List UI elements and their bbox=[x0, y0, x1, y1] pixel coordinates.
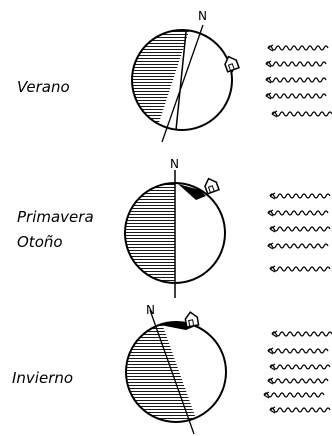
label-spring: Primavera bbox=[17, 208, 94, 226]
sun-rays-equinox bbox=[268, 193, 330, 272]
north-label-equinox: N bbox=[170, 157, 179, 171]
night-side-equinox bbox=[120, 180, 175, 290]
house-icon-winter bbox=[184, 311, 198, 327]
panel-equinox: Primavera Otoño N bbox=[17, 157, 330, 298]
panel-winter: Invierno N bbox=[12, 303, 332, 434]
house-icon-equinox bbox=[203, 177, 219, 194]
label-winter: Invierno bbox=[12, 369, 73, 387]
panel-summer: Verano N bbox=[17, 9, 332, 150]
sun-rays-summer bbox=[266, 45, 332, 117]
label-autumn: Otoño bbox=[17, 233, 63, 251]
north-label-summer: N bbox=[198, 9, 207, 23]
earth-globe-winter bbox=[110, 310, 226, 434]
sun-rays-winter bbox=[264, 331, 332, 413]
label-summer: Verano bbox=[17, 78, 70, 96]
earth-globe-summer bbox=[100, 25, 233, 150]
north-label-winter: N bbox=[146, 303, 155, 317]
